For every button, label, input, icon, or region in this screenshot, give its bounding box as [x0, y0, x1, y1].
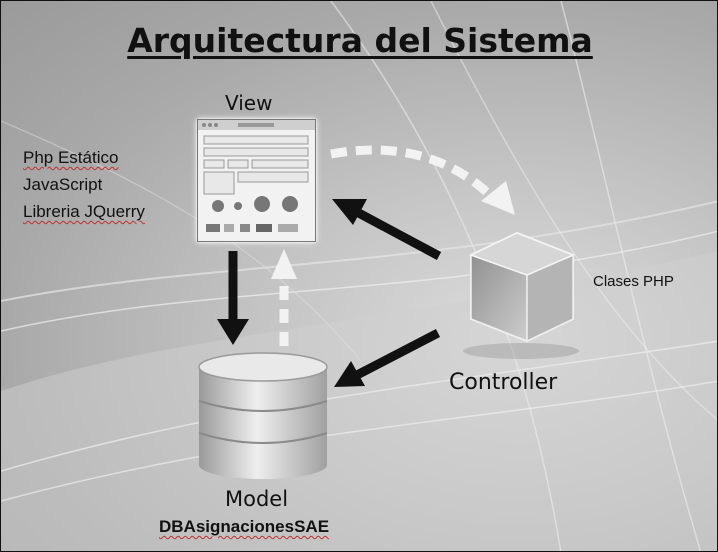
model-note: DBAsignacionesSAE	[159, 517, 330, 536]
data-dashed-arrow	[271, 249, 297, 346]
technology-list: Php Estático JavaScript Libreria JQuerry	[23, 144, 145, 225]
request-dashed-arrow	[330, 145, 515, 215]
controller-cube-icon	[463, 231, 579, 359]
technology-item: JavaScript	[23, 175, 103, 194]
slide-title: Arquitectura del Sistema	[127, 21, 593, 60]
view-to-model-arrow	[217, 251, 249, 345]
app-window-icon	[198, 120, 315, 232]
controller-note: Clases PHP	[593, 273, 674, 290]
controller-label: Controller	[449, 370, 558, 395]
view-label: View	[225, 91, 273, 115]
view-window-thumbnail	[197, 119, 316, 242]
controller-to-model-arrow	[334, 329, 441, 387]
technology-item: Libreria JQuerry	[23, 202, 145, 221]
model-label: Model	[225, 487, 289, 511]
controller-to-view-arrow	[332, 199, 442, 260]
technology-item: Php Estático	[23, 148, 119, 167]
model-database-icon	[198, 352, 328, 479]
